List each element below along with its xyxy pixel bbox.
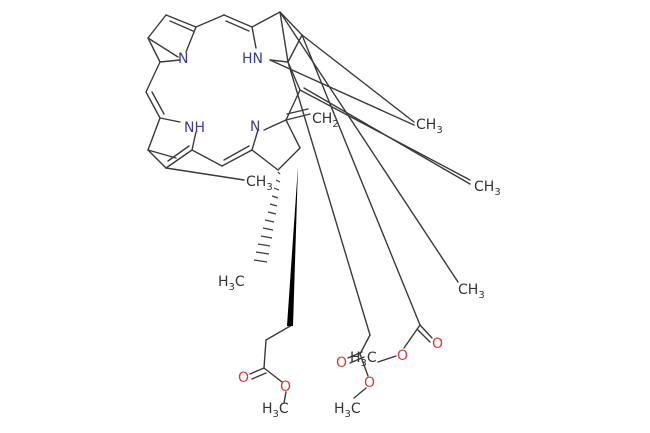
atom-label-n-mid: N xyxy=(250,119,260,135)
atom-label-h3c-ester2: H3C xyxy=(334,401,361,420)
atom-label-ch3-right-1: CH3 xyxy=(416,117,443,136)
atom-labels: N HN NH N CH2 CH3 CH3 CH3 CH3 H3C O O H3… xyxy=(178,51,501,420)
bond-lines xyxy=(145,11,471,404)
atom-label-o-ester2-carbonyl: O xyxy=(336,355,347,371)
atom-label-h3c-ester3: H3C xyxy=(350,350,377,369)
atom-label-h3c-ester1: H3C xyxy=(262,401,289,420)
atom-label-ch3-right-3: CH3 xyxy=(458,282,485,301)
atom-label-o-ester2-ether: O xyxy=(364,375,375,391)
atom-label-hn-top: HN xyxy=(242,51,263,67)
atom-label-n-top: N xyxy=(178,51,188,67)
atom-label-ch3-inner: CH3 xyxy=(246,174,273,193)
atom-label-o-ester3-ether: O xyxy=(397,348,408,364)
wedge-bond xyxy=(287,166,298,326)
hashed-bond xyxy=(253,171,281,263)
atom-label-o-ester1-carbonyl: O xyxy=(238,370,249,386)
atom-label-ch2: CH2 xyxy=(312,111,339,130)
atom-label-o-ester1-ether: O xyxy=(280,379,291,395)
atom-label-h3c-left: H3C xyxy=(218,274,245,293)
atom-label-o-ester3-carbonyl: O xyxy=(432,336,443,352)
atom-label-nh-mid: NH xyxy=(184,120,205,136)
atom-label-ch3-right-2: CH3 xyxy=(474,179,501,198)
